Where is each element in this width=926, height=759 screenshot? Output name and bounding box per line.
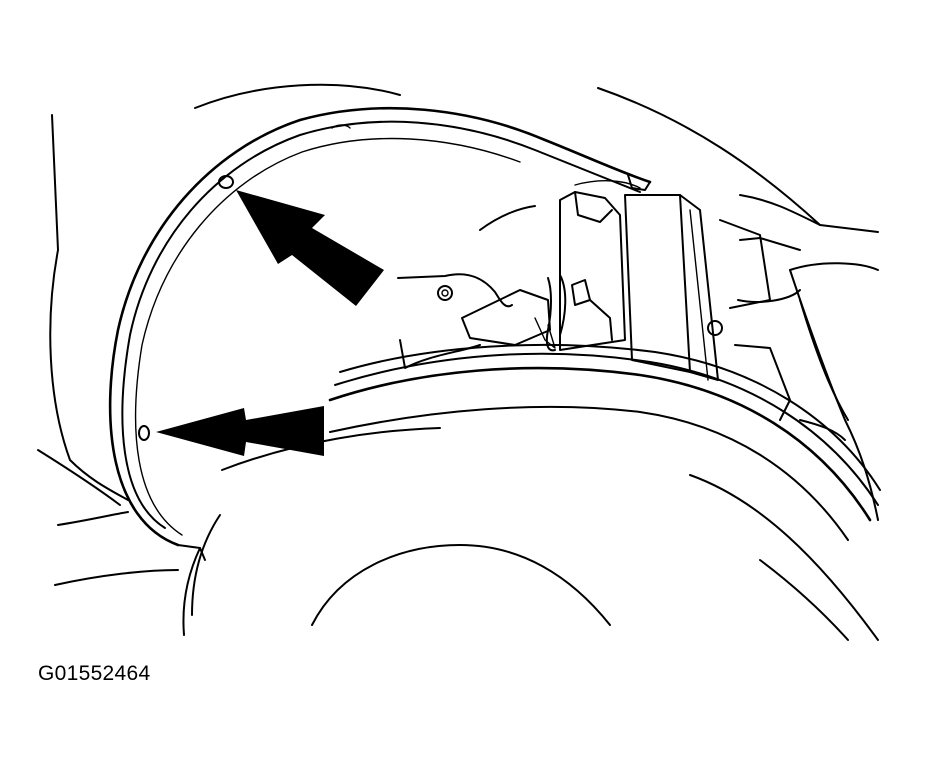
inner-fastener [437, 285, 453, 301]
arrow-lower-fastener-icon [156, 406, 324, 456]
figure-code: G01552464 [38, 662, 151, 685]
fender-panel [37, 83, 879, 586]
wheelhouse-liner-illustration [37, 83, 881, 641]
fastener-holes [138, 175, 723, 441]
upper-fastener-hole [218, 175, 234, 189]
callout-arrows [156, 190, 384, 456]
lower-fastener-hole [138, 425, 150, 441]
tire [182, 343, 881, 641]
rear-fastener [707, 320, 723, 336]
wheel-opening-flare [108, 106, 652, 561]
inner-structure [397, 174, 879, 521]
arrow-upper-fastener-icon [236, 190, 384, 306]
